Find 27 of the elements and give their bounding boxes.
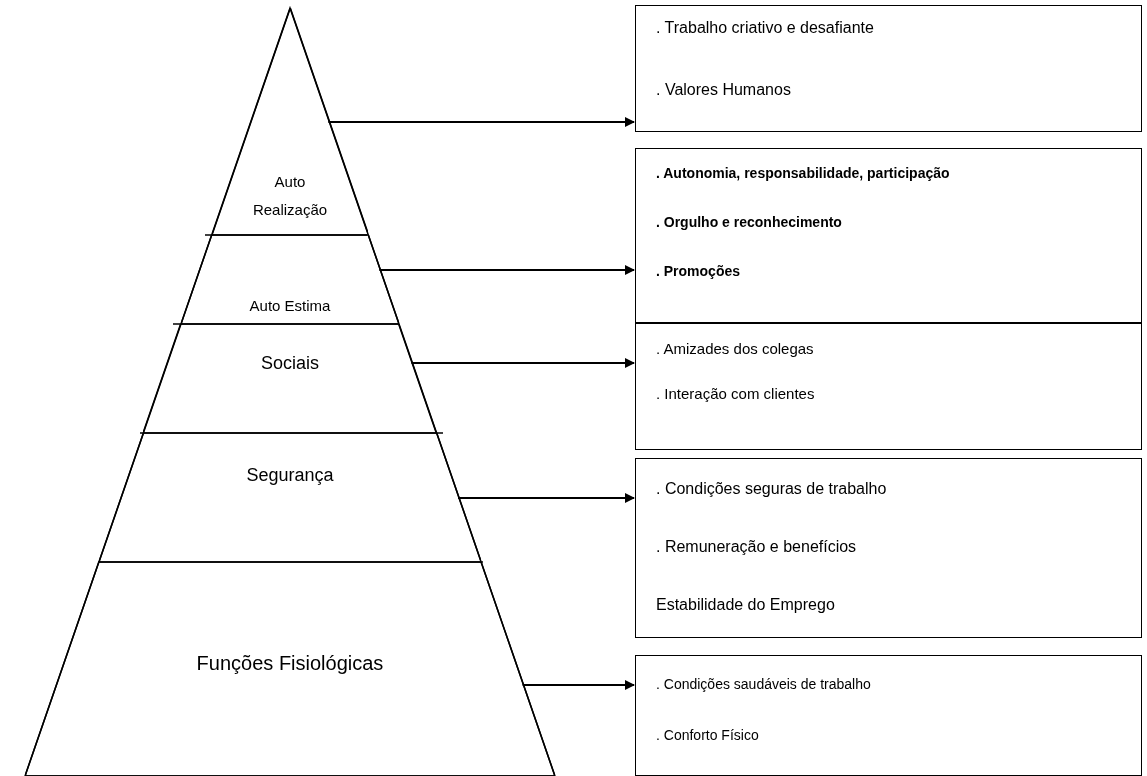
list-item: . Valores Humanos (656, 80, 792, 100)
text-box (635, 323, 1142, 450)
list-item: . Remuneração e benefícios (656, 537, 858, 557)
arrow (521, 680, 635, 690)
text-box (635, 5, 1142, 132)
pyramid-level: Funções Fisiológicas (25, 562, 555, 776)
list-item: . Amizades dos colegas (656, 339, 815, 359)
list-item: . Orgulho e reconhecimento (656, 213, 843, 232)
pyramid-level: Auto Realização (211, 8, 369, 235)
text-box (635, 655, 1142, 776)
pyramid-level: Auto Estima (180, 235, 399, 324)
list-item: . Condições seguras de trabalho (656, 479, 888, 499)
list-item: . Autonomia, responsabilidade, participação (656, 164, 951, 183)
arrow (327, 117, 635, 127)
list-item: . Promoções (656, 262, 742, 281)
list-item: . Trabalho criativo e desafiante (656, 18, 875, 38)
pyramid-level: Sociais (143, 324, 437, 433)
arrow (410, 358, 635, 368)
list-item: Estabilidade do Emprego (656, 595, 836, 615)
pyramid-level: Segurança (98, 433, 482, 562)
text-box (635, 148, 1142, 323)
arrow (457, 493, 635, 503)
list-item: . Condições saudáveis de trabalho (656, 675, 872, 694)
arrow (378, 265, 635, 275)
list-item: . Conforto Físico (656, 726, 760, 745)
list-item: . Interação com clientes (656, 383, 816, 404)
text-box (635, 458, 1142, 638)
